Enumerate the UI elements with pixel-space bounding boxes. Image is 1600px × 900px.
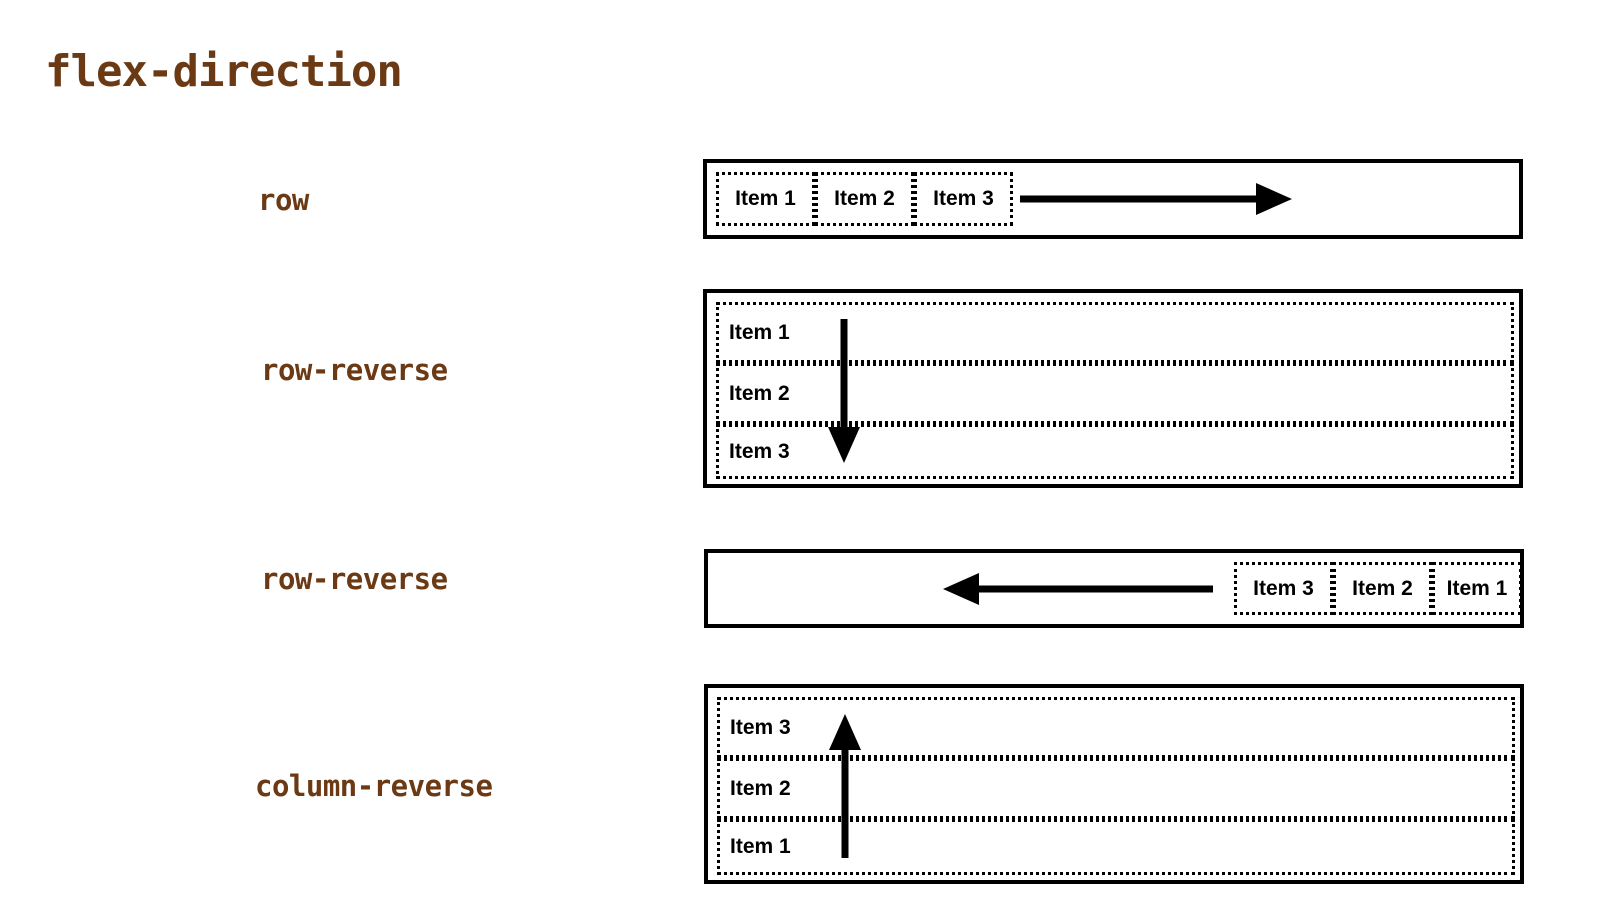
example-label-row-reverse: row-reverse bbox=[261, 562, 448, 596]
flex-item: Item 3 bbox=[716, 424, 1514, 479]
arrow-left-icon bbox=[943, 573, 1213, 605]
example-label-row-reverse: row-reverse bbox=[261, 353, 448, 387]
flex-item: Item 1 bbox=[717, 819, 1515, 875]
flex-item: Item 3 bbox=[1234, 562, 1333, 615]
flex-item: Item 1 bbox=[1432, 562, 1522, 615]
flex-item: Item 2 bbox=[717, 758, 1515, 819]
example-label-column-reverse: column-reverse bbox=[255, 769, 493, 803]
arrow-right-icon bbox=[1020, 183, 1292, 215]
flex-item: Item 1 bbox=[716, 172, 815, 226]
flex-item: Item 2 bbox=[815, 172, 914, 226]
flex-container-row-reverse-horizontal: Item 3 Item 2 Item 1 bbox=[704, 549, 1524, 628]
arrow-up-icon bbox=[829, 714, 861, 858]
flex-item: Item 2 bbox=[716, 363, 1514, 424]
flex-item: Item 1 bbox=[716, 302, 1514, 363]
flex-container-column-reverse: Item 3 Item 2 Item 1 bbox=[704, 684, 1524, 884]
flex-container-row-reverse: Item 1 Item 2 Item 3 bbox=[703, 289, 1523, 488]
arrow-down-icon bbox=[828, 319, 860, 463]
flex-container-row: Item 1 Item 2 Item 3 bbox=[703, 159, 1523, 239]
page-title: flex-direction bbox=[45, 46, 403, 97]
flex-item: Item 2 bbox=[1333, 562, 1432, 615]
example-label-row: row bbox=[258, 183, 309, 217]
flex-item: Item 3 bbox=[914, 172, 1013, 226]
flex-item: Item 3 bbox=[717, 697, 1515, 758]
